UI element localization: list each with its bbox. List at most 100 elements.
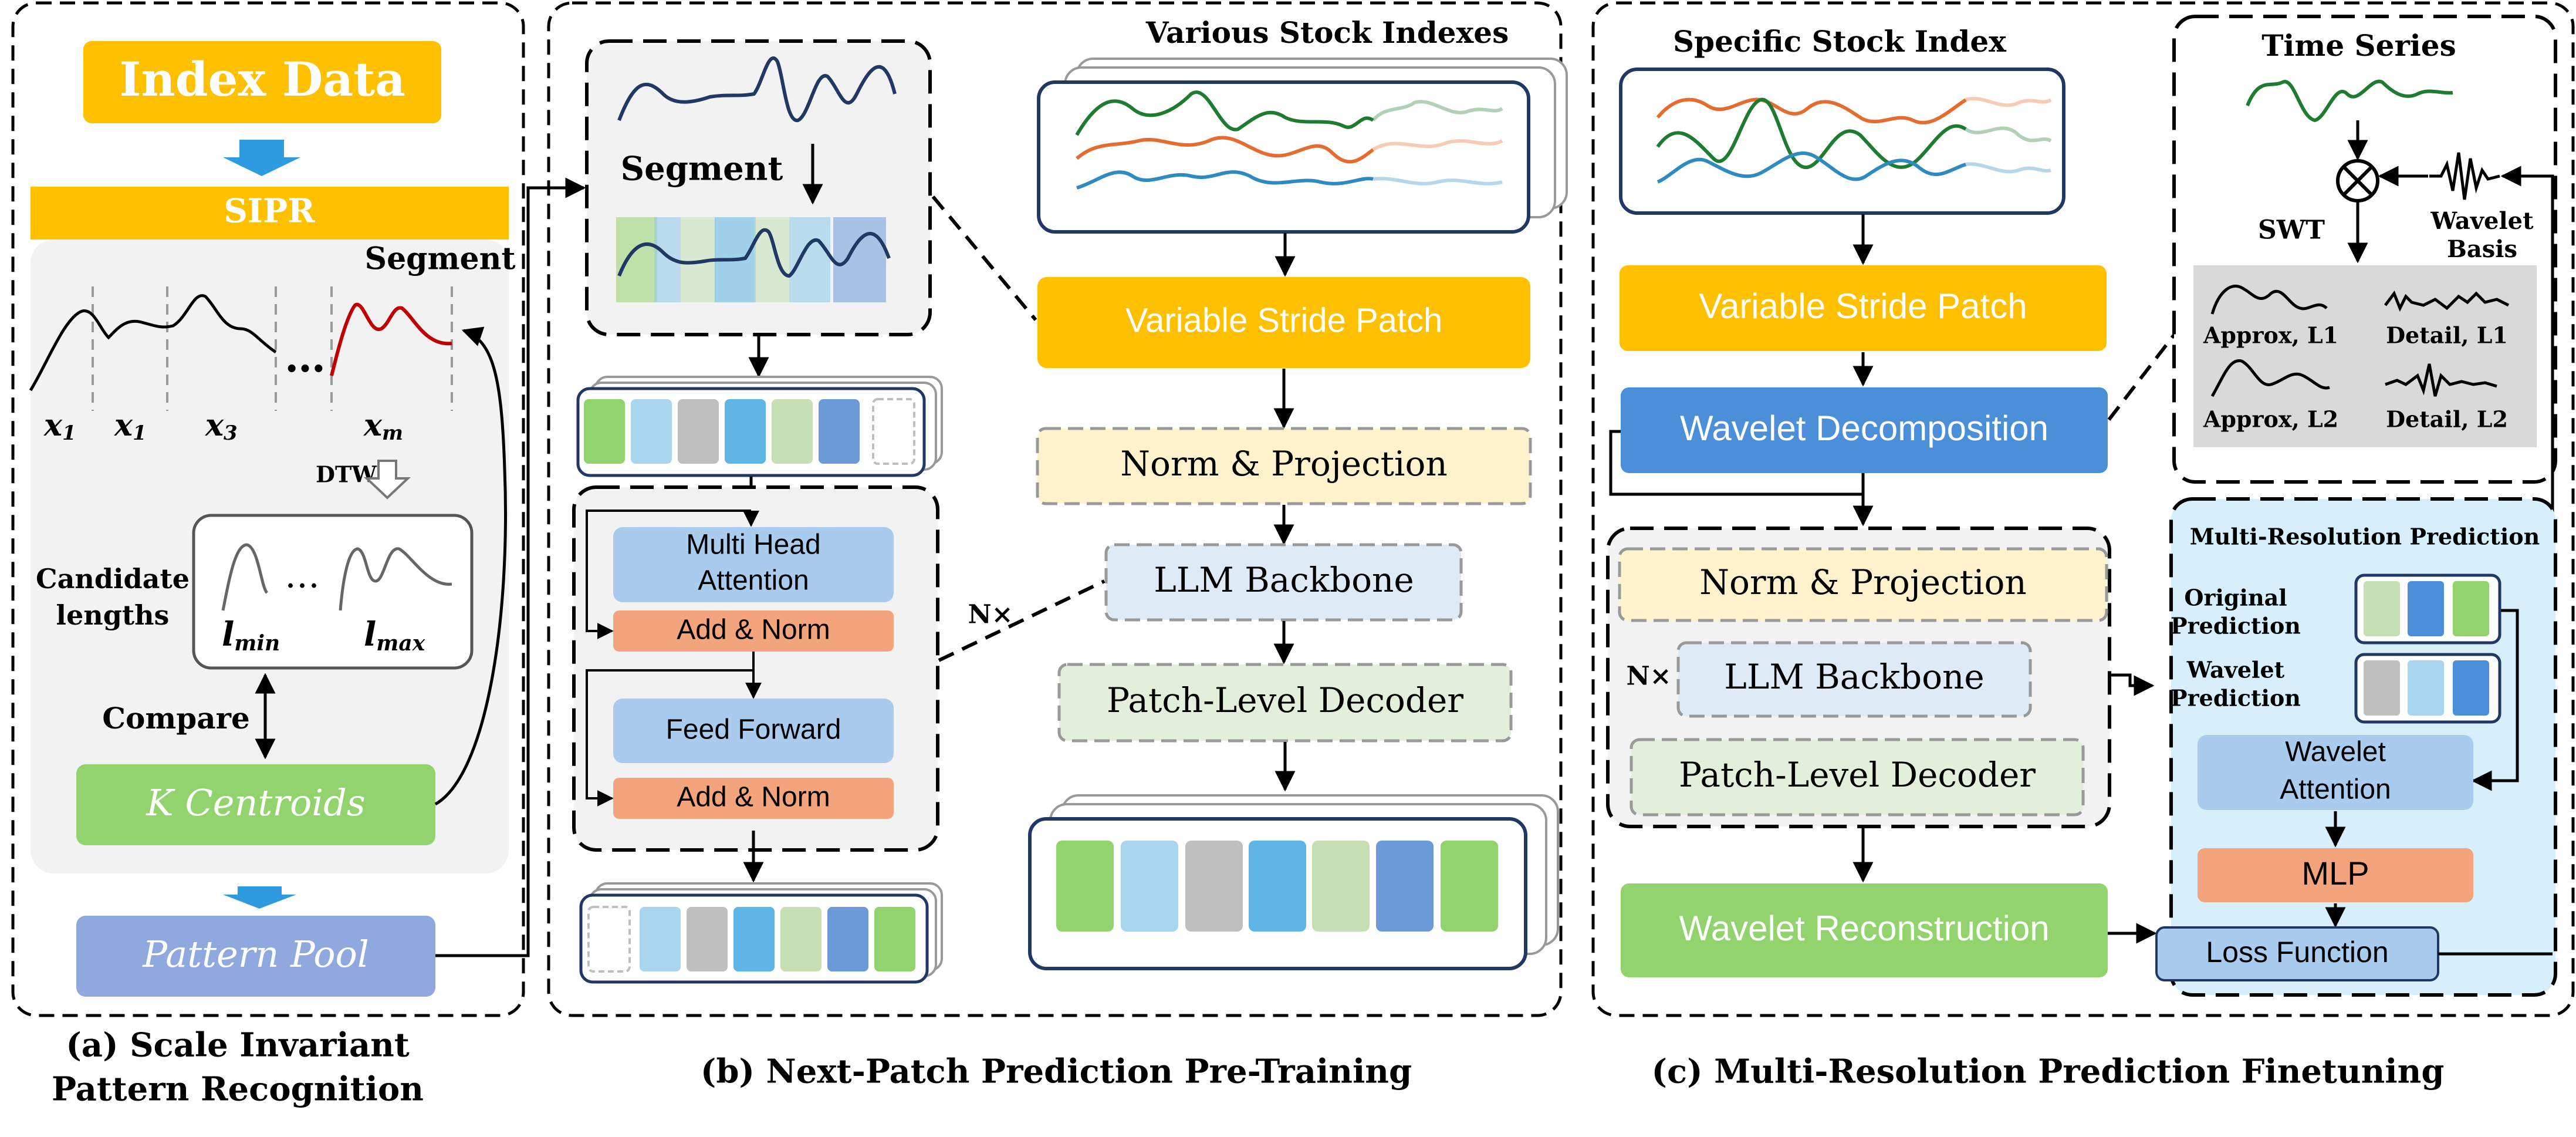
svg-text:x1: x1 (43, 407, 76, 446)
panel-b: Segment Multi Head (547, 1, 1568, 1091)
variable-stride-box-b (1037, 277, 1530, 368)
norm-projection-box-b (1036, 427, 1532, 505)
specific-stock-box (1619, 68, 2065, 215)
svg-text:x3: x3 (205, 407, 238, 446)
approx-l1-label: Approx, L1 (2203, 322, 2338, 349)
multi-head-line2: Attention (698, 565, 809, 596)
llm-backbone-label-b: LLM Backbone (1154, 560, 1414, 600)
wavelet-basis-line1: Wavelet (2430, 207, 2534, 235)
segment-overlay-series (617, 228, 891, 278)
norm-projection-label-b: Norm & Projection (1120, 444, 1448, 484)
wavelet-token-3 (2453, 660, 2489, 716)
add-norm-label-1: Add & Norm (677, 615, 830, 646)
segment-to-patch-dashed (931, 195, 1037, 321)
pattern-pool-to-segment-arrow (435, 177, 586, 957)
original-prediction-line2: Prediction (2171, 613, 2301, 639)
detail-l2-curve (2385, 363, 2497, 397)
wavelet-basis-line2: Basis (2447, 235, 2517, 263)
wavelet-token-1 (2364, 660, 2400, 716)
segmented-series (29, 294, 277, 392)
original-token-3 (2453, 581, 2489, 636)
nx-label-b: N× (968, 600, 1013, 630)
detail-l1-label: Detail, L1 (2386, 322, 2508, 349)
dtw-label: DTW (316, 461, 377, 488)
approx-l1-curve (2210, 284, 2328, 315)
output-patch-stack (1028, 794, 1559, 970)
original-to-attention-arrow (2471, 609, 2519, 791)
residual-arrows (586, 510, 762, 807)
sipr-label: SIPR (224, 192, 315, 231)
multi-head-attention-box (613, 527, 894, 602)
candidate-lengths-line2: lengths (56, 599, 170, 631)
finetune-to-multires-arrow (2110, 673, 2155, 696)
detail-l2-label: Detail, L2 (2386, 406, 2508, 433)
approx-l2-curve (2210, 359, 2330, 397)
multiply-icon (2336, 159, 2379, 203)
index-data-label: Index Data (119, 52, 405, 107)
llm-backbone-box-c (1676, 641, 2032, 718)
variable-stride-label-c: Variable Stride Patch (1699, 286, 2027, 326)
down-arrow-icon (223, 140, 300, 176)
original-token-2 (2408, 581, 2444, 636)
wavelet-prediction-line2: Prediction (2171, 685, 2301, 711)
patch-decoder-box-b (1057, 663, 1513, 743)
multi-head-line1: Multi Head (686, 529, 820, 561)
segment-detail-label: Segment (621, 150, 783, 188)
multi-res-title: Multi-Resolution Prediction (2190, 524, 2540, 550)
norm-projection-label-c: Norm & Projection (1699, 562, 2027, 602)
l-max-label: lmax (364, 615, 425, 656)
panel-c: Specific Stock Index Variable Stride Pat… (1591, 1, 2575, 1091)
specific-stock-label: Specific Stock Index (1673, 24, 2007, 59)
x-labels: x1 x1 x3 xm (43, 407, 403, 446)
panel-a: Index Data SIPR Segment … x1 x1 x3 xm DT… (11, 1, 525, 1109)
sipr-bar (31, 187, 509, 239)
k-centroids-label: K Centroids (146, 781, 365, 824)
wavelet-decomposition-box (1621, 387, 2108, 473)
pattern-pool-label: Pattern Pool (142, 933, 369, 976)
dtw-arrow-icon (363, 460, 411, 500)
mlp-label: MLP (2301, 855, 2369, 892)
candidate-curve-max (339, 547, 452, 611)
transformer-to-llm-dashed (938, 579, 1106, 662)
feed-forward-label: Feed Forward (666, 714, 841, 745)
token-stack-bottom (579, 882, 943, 984)
candidate-curve-min (221, 543, 269, 611)
caption-a-line1: (a) Scale Invariant (66, 1026, 410, 1065)
patch-decoder-label-c: Patch-Level Decoder (1679, 755, 2036, 795)
feedback-arrow (434, 326, 507, 806)
candidate-ellipsis: … (285, 555, 320, 596)
wavelet-reconstruction-label: Wavelet Reconstruction (1679, 909, 2049, 948)
specific-stock-series (1656, 97, 2052, 184)
add-norm-box-1 (613, 610, 894, 652)
segment-dividers (92, 286, 453, 411)
variable-stride-box-c (1620, 265, 2107, 351)
wavelet-attention-line2: Attention (2280, 774, 2391, 805)
wavelet-attention-line1: Wavelet (2285, 737, 2386, 768)
highlighted-segment (330, 302, 452, 376)
caption-a-line2: Pattern Recognition (52, 1070, 424, 1109)
series-ellipsis: … (285, 333, 326, 382)
time-series-curve (2246, 79, 2453, 123)
compare-label: Compare (102, 701, 250, 735)
patch-decoder-box-c (1630, 738, 2085, 817)
time-series-label: Time Series (2261, 28, 2456, 63)
svg-text:xm: xm (363, 407, 403, 446)
llm-backbone-label-c: LLM Backbone (1724, 657, 1984, 697)
candidate-lengths-line1: Candidate (36, 563, 190, 595)
wavelet-basis-icon (2429, 152, 2500, 200)
wavelet-reconstruction-box (1621, 883, 2108, 977)
patch-decoder-label-b: Patch-Level Decoder (1107, 680, 1463, 720)
detail-l1-curve (2384, 290, 2510, 312)
pattern-pool-box (76, 916, 435, 997)
nx-label-c: N× (1626, 662, 1671, 691)
svg-text:x1: x1 (114, 407, 147, 446)
wavelet-attention-box (2198, 735, 2473, 810)
llm-backbone-box-b (1104, 543, 1463, 622)
norm-projection-box-c (1618, 547, 2108, 622)
stock-series-stack (1037, 58, 1568, 234)
candidate-box (192, 514, 474, 670)
feed-forward-box (613, 699, 894, 763)
l-min-label: lmin (222, 615, 280, 656)
original-prediction-line1: Original (2184, 585, 2287, 611)
wavelet-token-2 (2408, 660, 2444, 716)
